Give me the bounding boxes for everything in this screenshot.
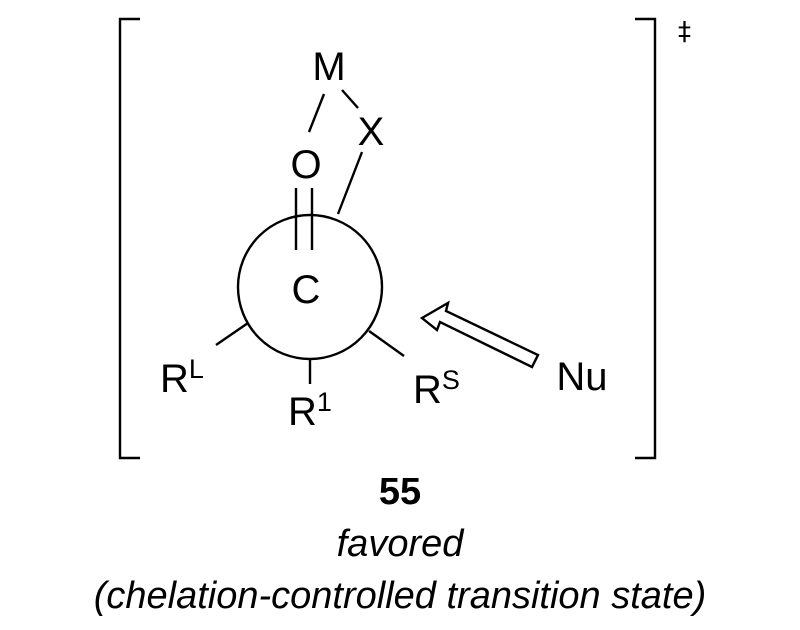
- nucleophile-approach-arrow: [419, 300, 540, 369]
- nucleophile-label: Nu: [556, 355, 607, 399]
- r-small-symbol: R: [413, 368, 442, 412]
- compound-status: favored: [336, 523, 464, 565]
- substituent-r-one: R1: [288, 387, 332, 434]
- oxygen-label: O: [290, 143, 321, 187]
- bond-metal-oxygen: [307, 93, 326, 133]
- r-large-superscript: L: [189, 354, 204, 384]
- transition-state-dagger: ‡: [678, 17, 691, 47]
- compound-description: (chelation-controlled transition state): [93, 575, 707, 617]
- bond-to-r-small: [368, 330, 405, 357]
- r-one-superscript: 1: [317, 387, 332, 417]
- bond-to-r-large: [215, 322, 249, 346]
- substituent-r-small: RS: [413, 365, 460, 412]
- substituent-r-large: RL: [160, 354, 204, 401]
- carbon-label: C: [292, 268, 321, 312]
- bond-metal-heteroatom: [341, 89, 359, 109]
- heteroatom-label: X: [358, 110, 385, 154]
- bond-heteroatom-carbon: [336, 151, 364, 215]
- right-bracket: [635, 17, 657, 460]
- left-bracket: [118, 17, 140, 460]
- compound-number: 55: [378, 471, 422, 513]
- r-one-symbol: R: [288, 390, 317, 434]
- r-large-symbol: R: [160, 357, 189, 401]
- metal-label: M: [312, 45, 345, 89]
- r-small-superscript: S: [442, 365, 460, 395]
